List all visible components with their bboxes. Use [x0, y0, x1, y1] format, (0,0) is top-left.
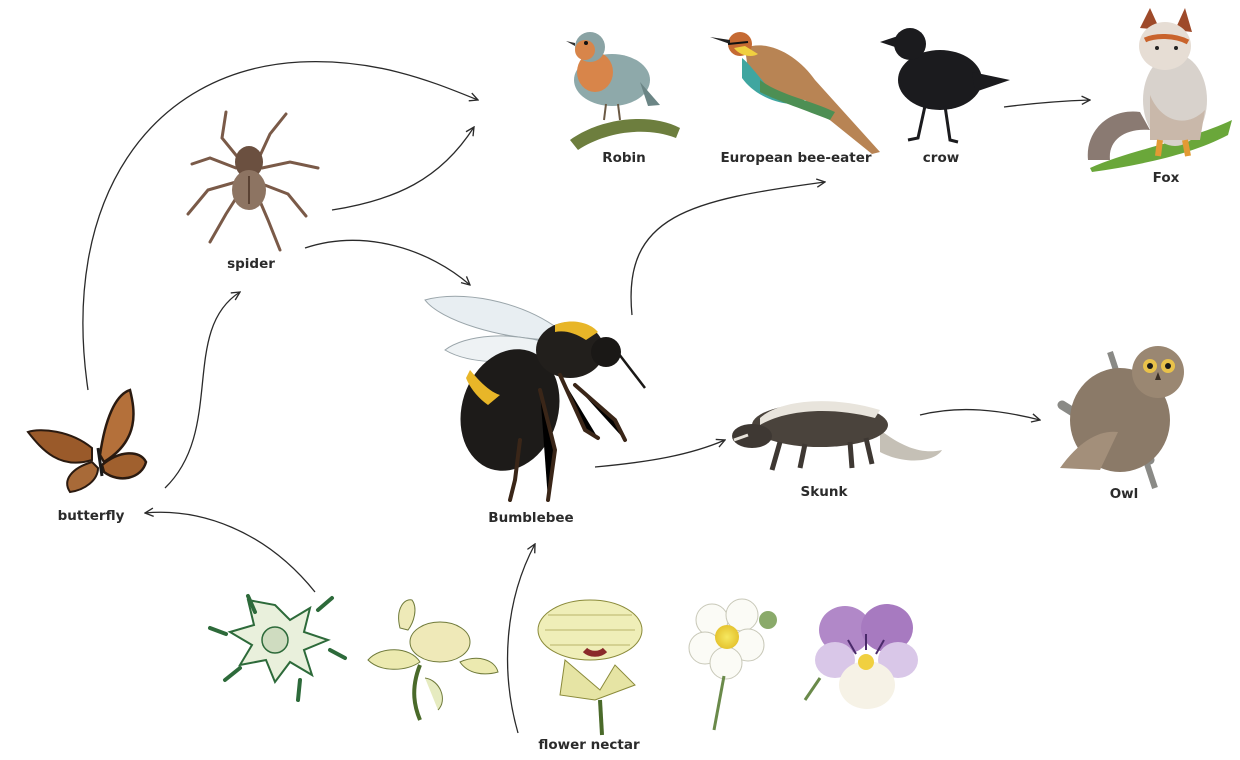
label-fox: Fox	[1153, 170, 1180, 186]
flower-1-illustration	[210, 596, 345, 700]
arrow-bumblebee-to-bee-eater	[631, 182, 825, 315]
arrow-skunk-to-owl	[920, 410, 1040, 420]
arrow-nectar-to-bumblebee	[508, 544, 535, 733]
label-bumblebee: Bumblebee	[488, 510, 573, 526]
bumblebee-illustration	[425, 296, 645, 500]
arrow-spider-to-bumblebee	[305, 240, 470, 285]
label-spider: spider	[227, 256, 275, 272]
robin-illustration	[566, 32, 680, 150]
flower-3-illustration	[538, 600, 642, 735]
flower-2-illustration	[368, 600, 498, 720]
flower-5-illustration	[805, 604, 918, 709]
flower-4-illustration	[689, 599, 777, 730]
arrow-butterfly-to-spider	[165, 292, 240, 488]
arrow-spider-to-birds	[332, 127, 474, 210]
skunk-illustration	[732, 401, 942, 470]
arrow-bumblebee-to-skunk	[595, 440, 725, 467]
fox-illustration	[1088, 8, 1232, 172]
spider-illustration	[188, 112, 318, 250]
arrow-flowers-to-butterfly	[145, 512, 315, 592]
label-flower-nectar: flower nectar	[538, 737, 639, 753]
label-robin: Robin	[602, 150, 646, 166]
label-crow: crow	[923, 150, 959, 166]
owl-illustration	[1060, 346, 1184, 488]
butterfly-illustration	[28, 390, 146, 492]
arrow-butterfly-to-birds	[83, 62, 478, 390]
label-skunk: Skunk	[801, 484, 848, 500]
arrow-crow-to-fox	[1004, 100, 1090, 107]
crow-illustration	[880, 28, 1010, 142]
label-butterfly: butterfly	[58, 508, 125, 524]
label-bee-eater: European bee-eater	[720, 150, 871, 166]
bee-eater-illustration	[710, 32, 880, 154]
label-owl: Owl	[1110, 486, 1139, 502]
